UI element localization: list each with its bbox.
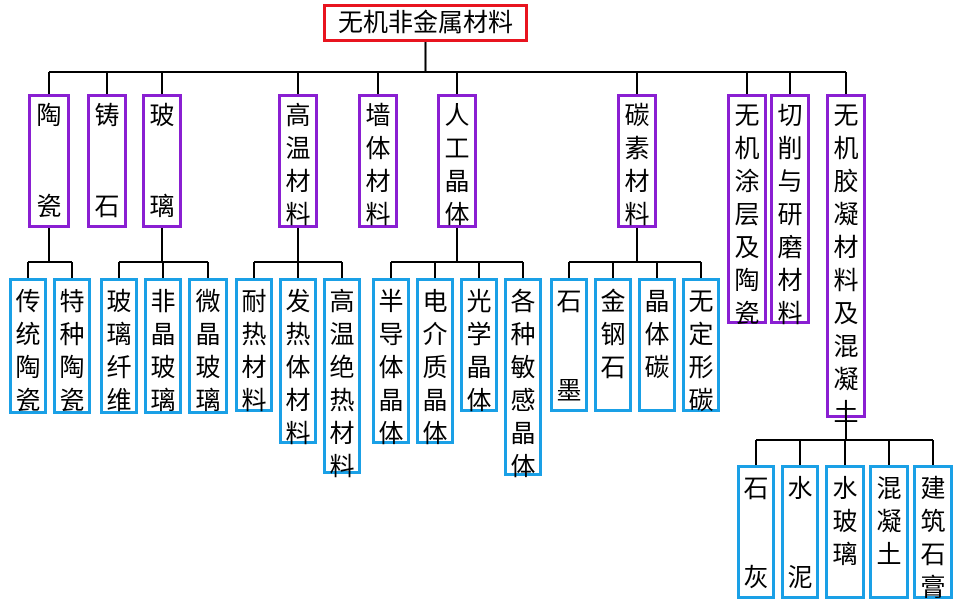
- root-node: 无机非金属材料: [323, 4, 528, 42]
- subcategory-node: 水泥: [781, 465, 819, 599]
- subcategory-node: 电介质晶体: [416, 278, 454, 448]
- subcategory-node: 石墨: [550, 278, 588, 412]
- category-node: 铸石: [87, 94, 127, 228]
- category-node: 高温材料: [278, 94, 318, 229]
- subcategory-node: 发热体材料: [279, 278, 317, 448]
- subcategory-node: 玻璃纤维: [100, 278, 138, 415]
- subcategory-node: 非晶玻璃: [144, 278, 182, 415]
- subcategory-node: 传统陶瓷: [9, 278, 47, 415]
- category-node: 无机胶凝材料及混凝土: [826, 94, 866, 427]
- subcategory-node: 混凝土: [869, 465, 909, 599]
- subcategory-node: 耐热材料: [235, 278, 273, 415]
- subcategory-node: 建筑石膏: [913, 465, 953, 602]
- subcategory-node: 无定形碳: [682, 278, 720, 415]
- subcategory-node: 水玻璃: [825, 465, 865, 599]
- subcategory-node: 特种陶瓷: [53, 278, 91, 415]
- subcategory-node: 半导体晶体: [372, 278, 410, 448]
- category-node: 墙体材料: [358, 94, 398, 229]
- subcategory-node: 高温绝热材料: [323, 278, 361, 481]
- subcategory-node: 光学晶体: [460, 278, 498, 415]
- category-node: 切削与研磨材料: [770, 94, 810, 328]
- subcategory-node: 石灰: [737, 465, 775, 599]
- category-node: 人工晶体: [437, 94, 477, 229]
- category-node: 玻璃: [142, 94, 182, 228]
- subcategory-node: 金钢石: [594, 278, 632, 412]
- category-node: 陶瓷: [28, 94, 70, 228]
- category-node: 无机涂层及陶瓷: [727, 94, 767, 328]
- subcategory-node: 各种敏感晶体: [504, 278, 542, 481]
- subcategory-node: 晶体碳: [638, 278, 676, 412]
- category-node: 碳素材料: [617, 94, 657, 229]
- subcategory-node: 微晶玻璃: [188, 278, 228, 415]
